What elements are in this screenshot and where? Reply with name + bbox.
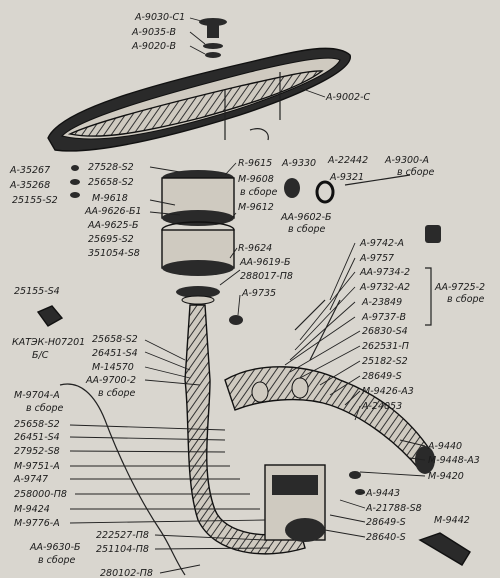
- part-label: 25155-S2: [12, 195, 58, 206]
- part-label: А-9300-А: [384, 155, 429, 166]
- part-label: 251104-П8: [96, 544, 149, 555]
- part-label: АА-9725-2: [434, 282, 485, 293]
- part-label: КАТЭК-Н07201: [12, 337, 85, 348]
- part-label: А-9321: [329, 172, 364, 183]
- part-label: А-23849: [361, 297, 402, 308]
- intake-manifold: [224, 366, 435, 474]
- carburetor-body: [264, 464, 326, 542]
- part-label: 26451-S4: [14, 432, 60, 443]
- part-label: 25658-S2: [88, 177, 134, 188]
- part-label: 26830-S4: [362, 326, 408, 337]
- part-label: А-9030-С1: [134, 12, 185, 23]
- part-label: 25658-S2: [92, 334, 138, 345]
- part-label: А-9440: [427, 441, 462, 452]
- leader-lines: [69, 17, 426, 574]
- part-label: АА-9626-Б1: [84, 206, 142, 217]
- part-label: 25658-S2: [14, 419, 60, 430]
- part-label: М-9612: [238, 202, 274, 213]
- part-label: 288017-П8: [240, 271, 293, 282]
- part-label: А-9742-А: [359, 238, 404, 249]
- air-cleaner-housing: [47, 47, 351, 152]
- part-label: М-9704-А: [14, 390, 60, 401]
- part-label: А-9330: [281, 158, 316, 169]
- fuel-line: [59, 383, 186, 576]
- part-label: М-9751-А: [14, 461, 60, 472]
- part-label: А-9747: [13, 474, 48, 485]
- part-label: в сборе: [288, 224, 326, 235]
- part-label: М-9426-А3: [362, 386, 414, 397]
- part-label: АА-9619-Б: [239, 257, 291, 268]
- part-label: 25182-S2: [362, 356, 408, 367]
- group-bracket: [425, 267, 432, 326]
- part-label: в сборе: [98, 388, 136, 399]
- part-label: М-9776-А: [14, 518, 60, 529]
- part-label: М-9442: [434, 515, 470, 526]
- part-label: 26451-S4: [92, 348, 138, 359]
- part-label: А-35268: [9, 180, 50, 191]
- part-label: 25695-S2: [88, 234, 134, 245]
- part-label: А-9443: [365, 488, 400, 499]
- part-label: А-9732-А2: [359, 282, 410, 293]
- part-label: в сборе: [240, 187, 278, 198]
- part-label: АА-9734-2: [359, 267, 410, 278]
- part-label: в сборе: [38, 555, 76, 566]
- part-label: А-24053: [361, 401, 402, 412]
- part-label: Б/С: [32, 350, 49, 361]
- part-label: АА-9602-Б: [280, 212, 332, 223]
- part-label: 262531-П: [362, 341, 409, 352]
- part-label: 222527-П8: [96, 530, 149, 541]
- part-label: в сборе: [397, 167, 435, 178]
- part-label: 25155-S4: [14, 286, 60, 297]
- part-label: А-9035-В: [131, 27, 176, 38]
- part-label: М-9618: [92, 193, 128, 204]
- part-label: 280102-П8: [100, 568, 153, 578]
- part-label: А-9002-С: [325, 92, 371, 103]
- part-label: 351054-S8: [88, 248, 140, 259]
- part-label: АА-9630-Б: [29, 542, 81, 553]
- part-label: 28649-S: [362, 371, 402, 382]
- part-label: А-21788-S8: [365, 503, 422, 514]
- part-label: А-35267: [9, 165, 50, 176]
- part-label: R-9615: [238, 158, 272, 169]
- filler-cap: [199, 18, 227, 58]
- part-label: М-14570: [92, 362, 134, 373]
- part-label: 28649-S: [366, 517, 406, 528]
- part-label: 27952-S8: [14, 446, 60, 457]
- part-label: 258000-П8: [14, 489, 67, 500]
- loose-hardware: [36, 165, 471, 566]
- part-label: 28640-S: [366, 532, 406, 543]
- part-label: А-9020-В: [131, 41, 176, 52]
- part-label: в сборе: [26, 403, 64, 414]
- part-label: АА-9700-2: [85, 375, 136, 386]
- part-label: в сборе: [447, 294, 485, 305]
- part-number-labels: А-9030-С1 А-9035-В А-9020-В А-9002-С А-3…: [9, 12, 485, 578]
- part-label: R-9624: [238, 243, 272, 254]
- part-label: 27528-S2: [88, 162, 134, 173]
- part-label: М-9424: [14, 504, 50, 515]
- part-label: А-9757: [359, 253, 394, 264]
- filter-element-stack: [161, 170, 235, 305]
- part-label: М-9448-А3: [428, 455, 480, 466]
- part-label: М-9420: [428, 471, 464, 482]
- part-label: А-22442: [327, 155, 368, 166]
- part-label: АА-9625-Б: [87, 220, 139, 231]
- part-label: М-9608: [238, 174, 274, 185]
- part-label: А-9737-В: [361, 312, 406, 323]
- part-label: А-9735: [241, 288, 276, 299]
